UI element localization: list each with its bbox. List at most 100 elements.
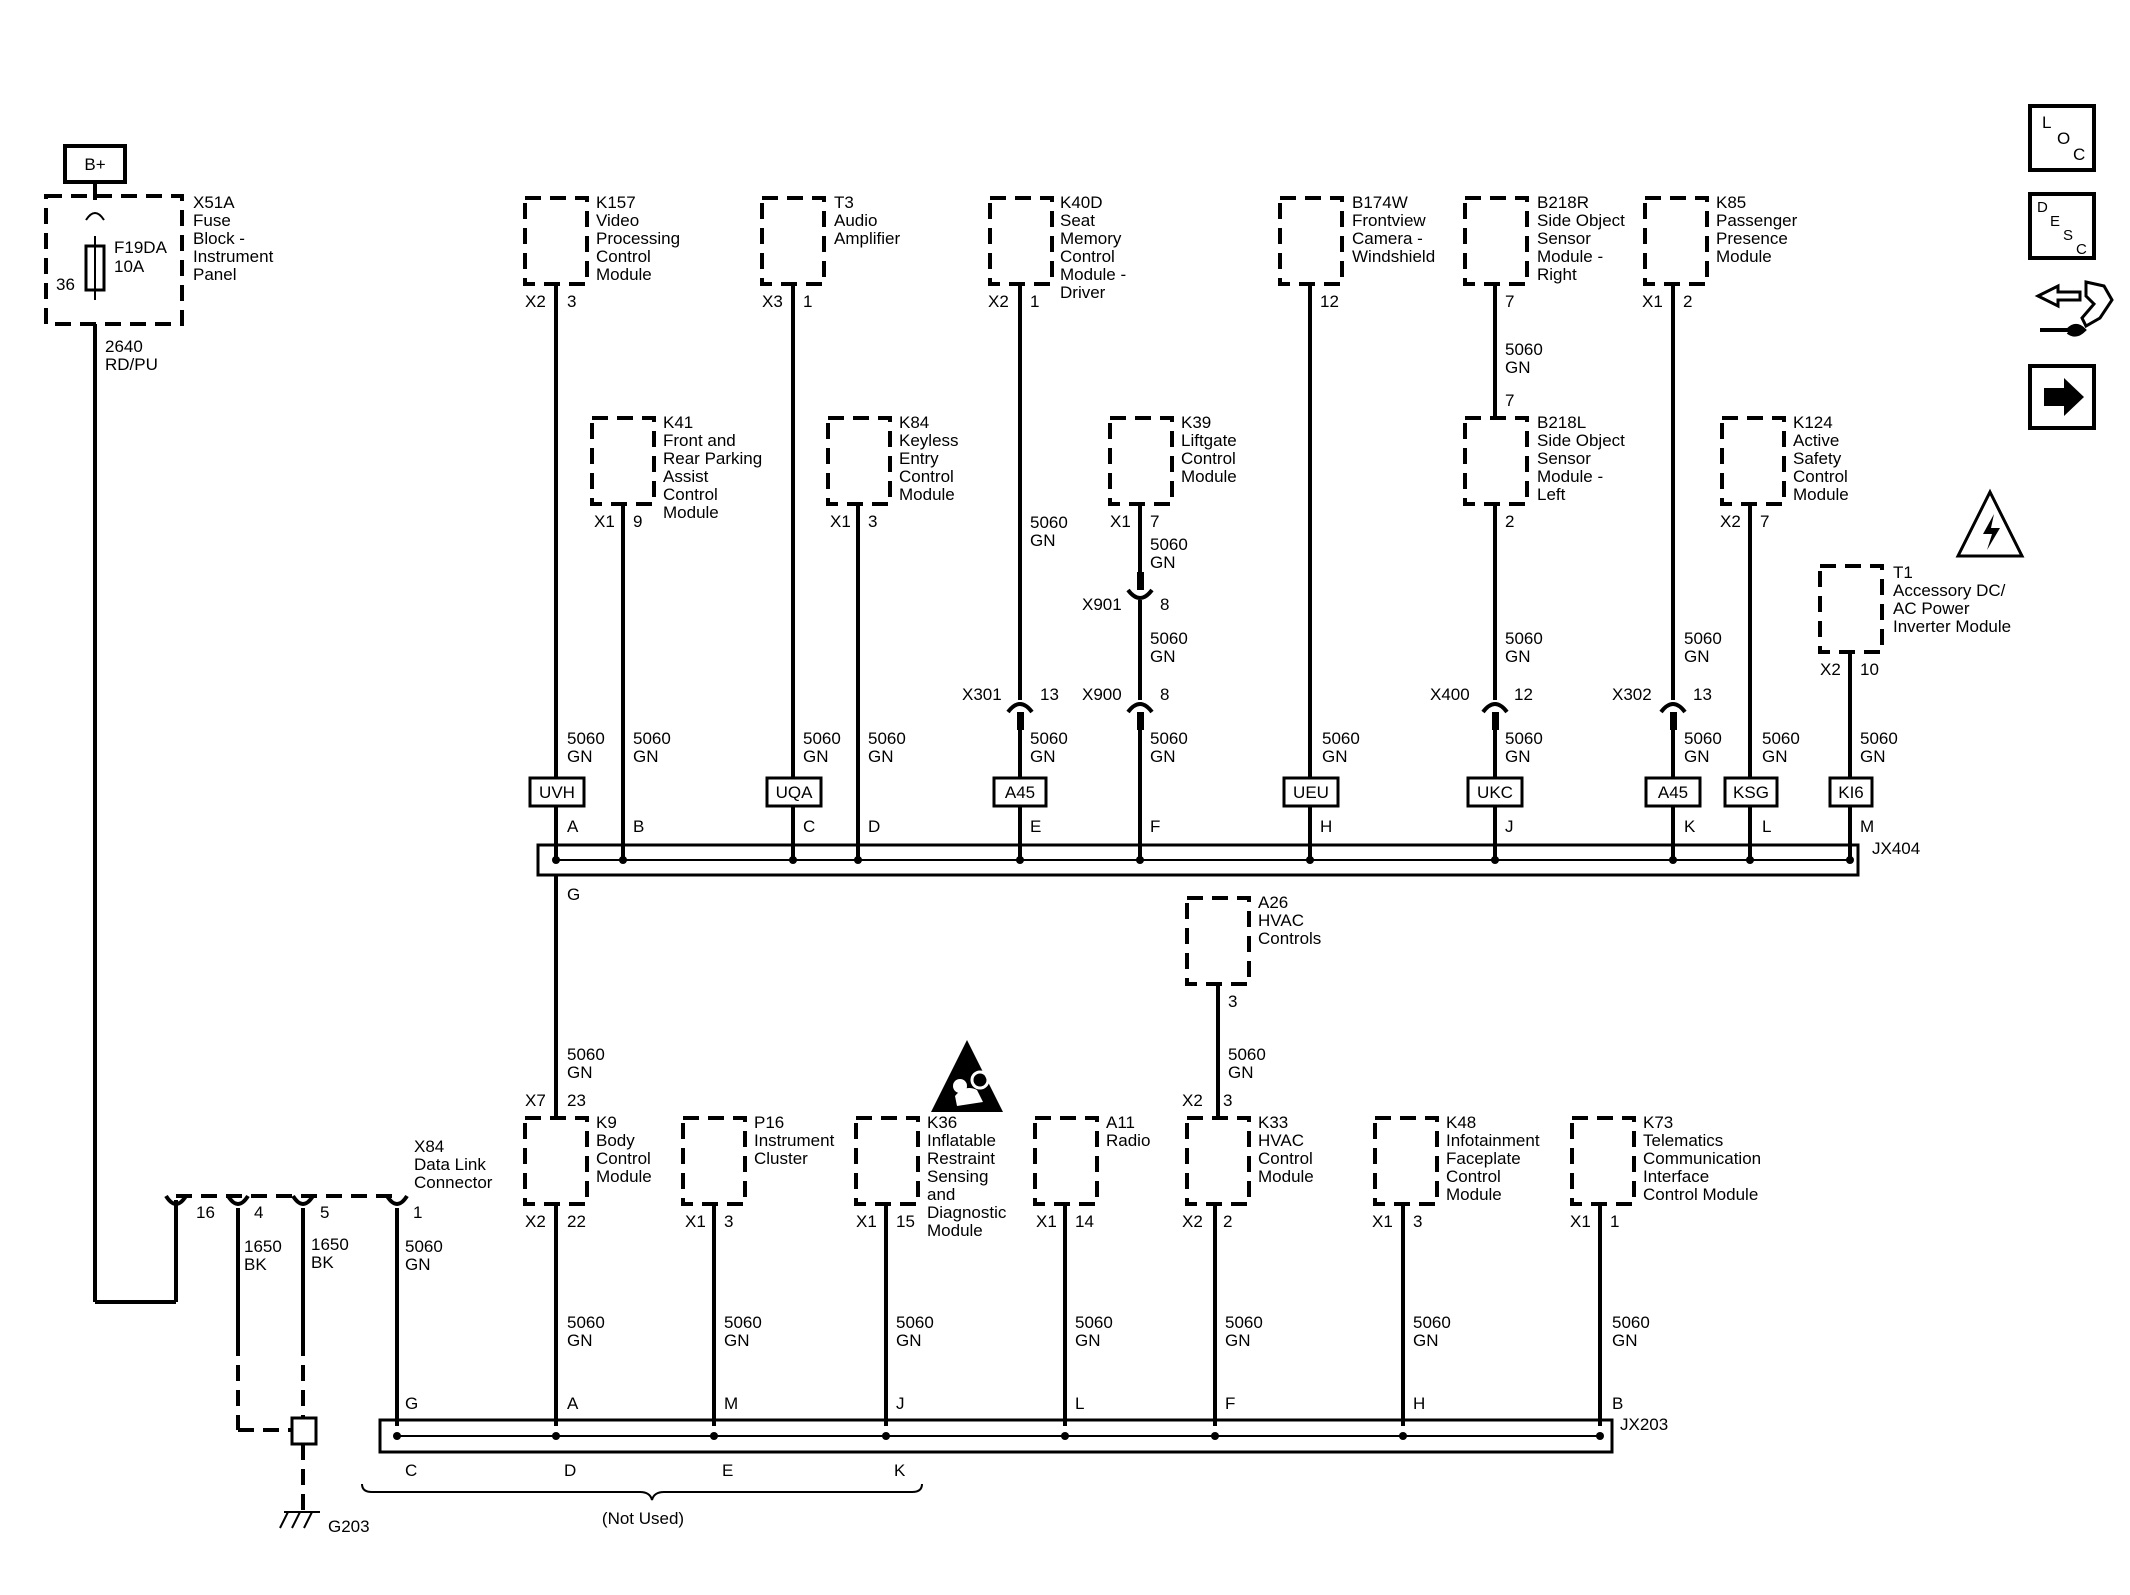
- module-name: Windshield: [1352, 247, 1435, 266]
- module-name: Faceplate: [1446, 1149, 1521, 1168]
- module-name: Control: [1793, 467, 1848, 486]
- wire-color: GN: [1684, 747, 1710, 766]
- module-name: Control: [596, 247, 651, 266]
- module-name: Interface: [1643, 1167, 1709, 1186]
- power-source: B+: [63, 144, 127, 200]
- module-name: HVAC: [1258, 911, 1304, 930]
- bus-pin: F: [1150, 817, 1160, 836]
- pin-number: 2: [1683, 292, 1692, 311]
- module-name: Assist: [663, 467, 709, 486]
- fuse-block-ref: X51A: [193, 193, 235, 212]
- module-name: Module: [927, 1221, 983, 1240]
- unused-pin: D: [564, 1461, 576, 1480]
- wire-color: GN: [803, 747, 829, 766]
- module-name: Amplifier: [834, 229, 900, 248]
- module-name: HVAC: [1258, 1131, 1304, 1150]
- module-name: Control: [1060, 247, 1115, 266]
- module-k41: K41 Front and Rear Parking Assist Contro…: [590, 413, 762, 862]
- connector-ref: X2: [525, 292, 546, 311]
- dlc-name: Connector: [414, 1173, 493, 1192]
- bus-pin: K: [1684, 817, 1696, 836]
- connector-ref: X2: [1182, 1212, 1203, 1231]
- connector-ref: X1: [685, 1212, 706, 1231]
- bus-pin: C: [803, 817, 815, 836]
- pin-number: 3: [868, 512, 877, 531]
- wire-number: 5060: [567, 1045, 605, 1064]
- fuse-block: 36 F19DA 10A X51A Fuse Block - Instrumen…: [44, 193, 274, 1304]
- wire-color: GN: [1030, 747, 1056, 766]
- bus-pin: M: [1860, 817, 1874, 836]
- desc-icon[interactable]: D E S C: [2028, 192, 2096, 260]
- bus-jx404: JX404 G 5060 GN: [536, 839, 1920, 1118]
- module-name: Left: [1537, 485, 1566, 504]
- wire-color: GN: [1150, 553, 1176, 572]
- pin-number: 7: [1760, 512, 1769, 531]
- module-name: Module: [596, 1167, 652, 1186]
- module-ref: K40D: [1060, 193, 1103, 212]
- wire-number: 5060: [724, 1313, 762, 1332]
- wire-number: 1650: [311, 1235, 349, 1254]
- bus-pin: A: [567, 817, 579, 836]
- connector-ref: X1: [1372, 1212, 1393, 1231]
- module-name: Instrument: [754, 1131, 835, 1150]
- connector-ref: X1: [856, 1212, 877, 1231]
- bus-pin: L: [1762, 817, 1771, 836]
- inline-connector-ref: X400: [1430, 685, 1470, 704]
- next-arrow-icon[interactable]: [2028, 364, 2096, 430]
- loc-letter: L: [2042, 113, 2051, 132]
- module-name: AC Power: [1893, 599, 1970, 618]
- fuse-block-name: Instrument: [193, 247, 274, 266]
- splice-label: A45: [1005, 783, 1035, 802]
- module-ref: B174W: [1352, 193, 1408, 212]
- bus-pin: H: [1320, 817, 1332, 836]
- pin-number: 3: [567, 292, 576, 311]
- module-name: Module -: [1537, 247, 1603, 266]
- desc-letter: C: [2076, 241, 2087, 258]
- splice-label: UQA: [776, 783, 814, 802]
- module-name: Audio: [834, 211, 877, 230]
- module-name: Entry: [899, 449, 939, 468]
- connector-ref: X2: [1720, 512, 1741, 531]
- bus-pin: H: [1413, 1394, 1425, 1413]
- module-name: Control Module: [1643, 1185, 1758, 1204]
- unused-pin: C: [405, 1461, 417, 1480]
- module-name: Driver: [1060, 283, 1106, 302]
- module-name: Inverter Module: [1893, 617, 2011, 636]
- module-name: Module: [596, 265, 652, 284]
- connector-ref: X1: [594, 512, 615, 531]
- wire-number: 5060: [896, 1313, 934, 1332]
- module-name: and: [927, 1185, 955, 1204]
- splice-label: UKC: [1477, 783, 1513, 802]
- wire-number: 5060: [1150, 729, 1188, 748]
- bus-pin: J: [896, 1394, 905, 1413]
- wire-number: 5060: [1413, 1313, 1451, 1332]
- wire-number: 5060: [1684, 629, 1722, 648]
- inline-connector-pin: 12: [1514, 685, 1533, 704]
- desc-letter: E: [2050, 213, 2060, 230]
- loc-icon[interactable]: L O C: [2028, 104, 2096, 172]
- module-name: Module: [1793, 485, 1849, 504]
- wire-color: GN: [1150, 747, 1176, 766]
- fuse-block-name: Fuse: [193, 211, 231, 230]
- unused-pin: E: [722, 1461, 733, 1480]
- module-k48: K48 Infotainment Faceplate Control Modul…: [1372, 1113, 1540, 1426]
- wire-color: BK: [244, 1255, 267, 1274]
- splice-label: KSG: [1733, 783, 1769, 802]
- module-b218r: B218R Side Object Sensor Module - Right …: [1463, 193, 1625, 418]
- bus-pin: G: [567, 885, 580, 904]
- bus-pin: B: [633, 817, 644, 836]
- pin-number: 2: [1505, 512, 1514, 531]
- module-k40d: K40D Seat Memory Control Module - Driver…: [962, 193, 1126, 862]
- connector-repair-icon[interactable]: [2034, 280, 2114, 337]
- inline-connector-pin: 8: [1160, 685, 1169, 704]
- module-a11: A11 Radio X1 14 5060 GN L: [1033, 1113, 1150, 1426]
- module-name: Side Object: [1537, 211, 1625, 230]
- module-name: Passenger: [1716, 211, 1798, 230]
- module-name: Seat: [1060, 211, 1095, 230]
- pin-number: 10: [1860, 660, 1879, 679]
- module-name: Module: [1446, 1185, 1502, 1204]
- inline-connector-ref: X900: [1082, 685, 1122, 704]
- pin-number: 7: [1505, 391, 1514, 410]
- loc-letter: O: [2057, 129, 2070, 148]
